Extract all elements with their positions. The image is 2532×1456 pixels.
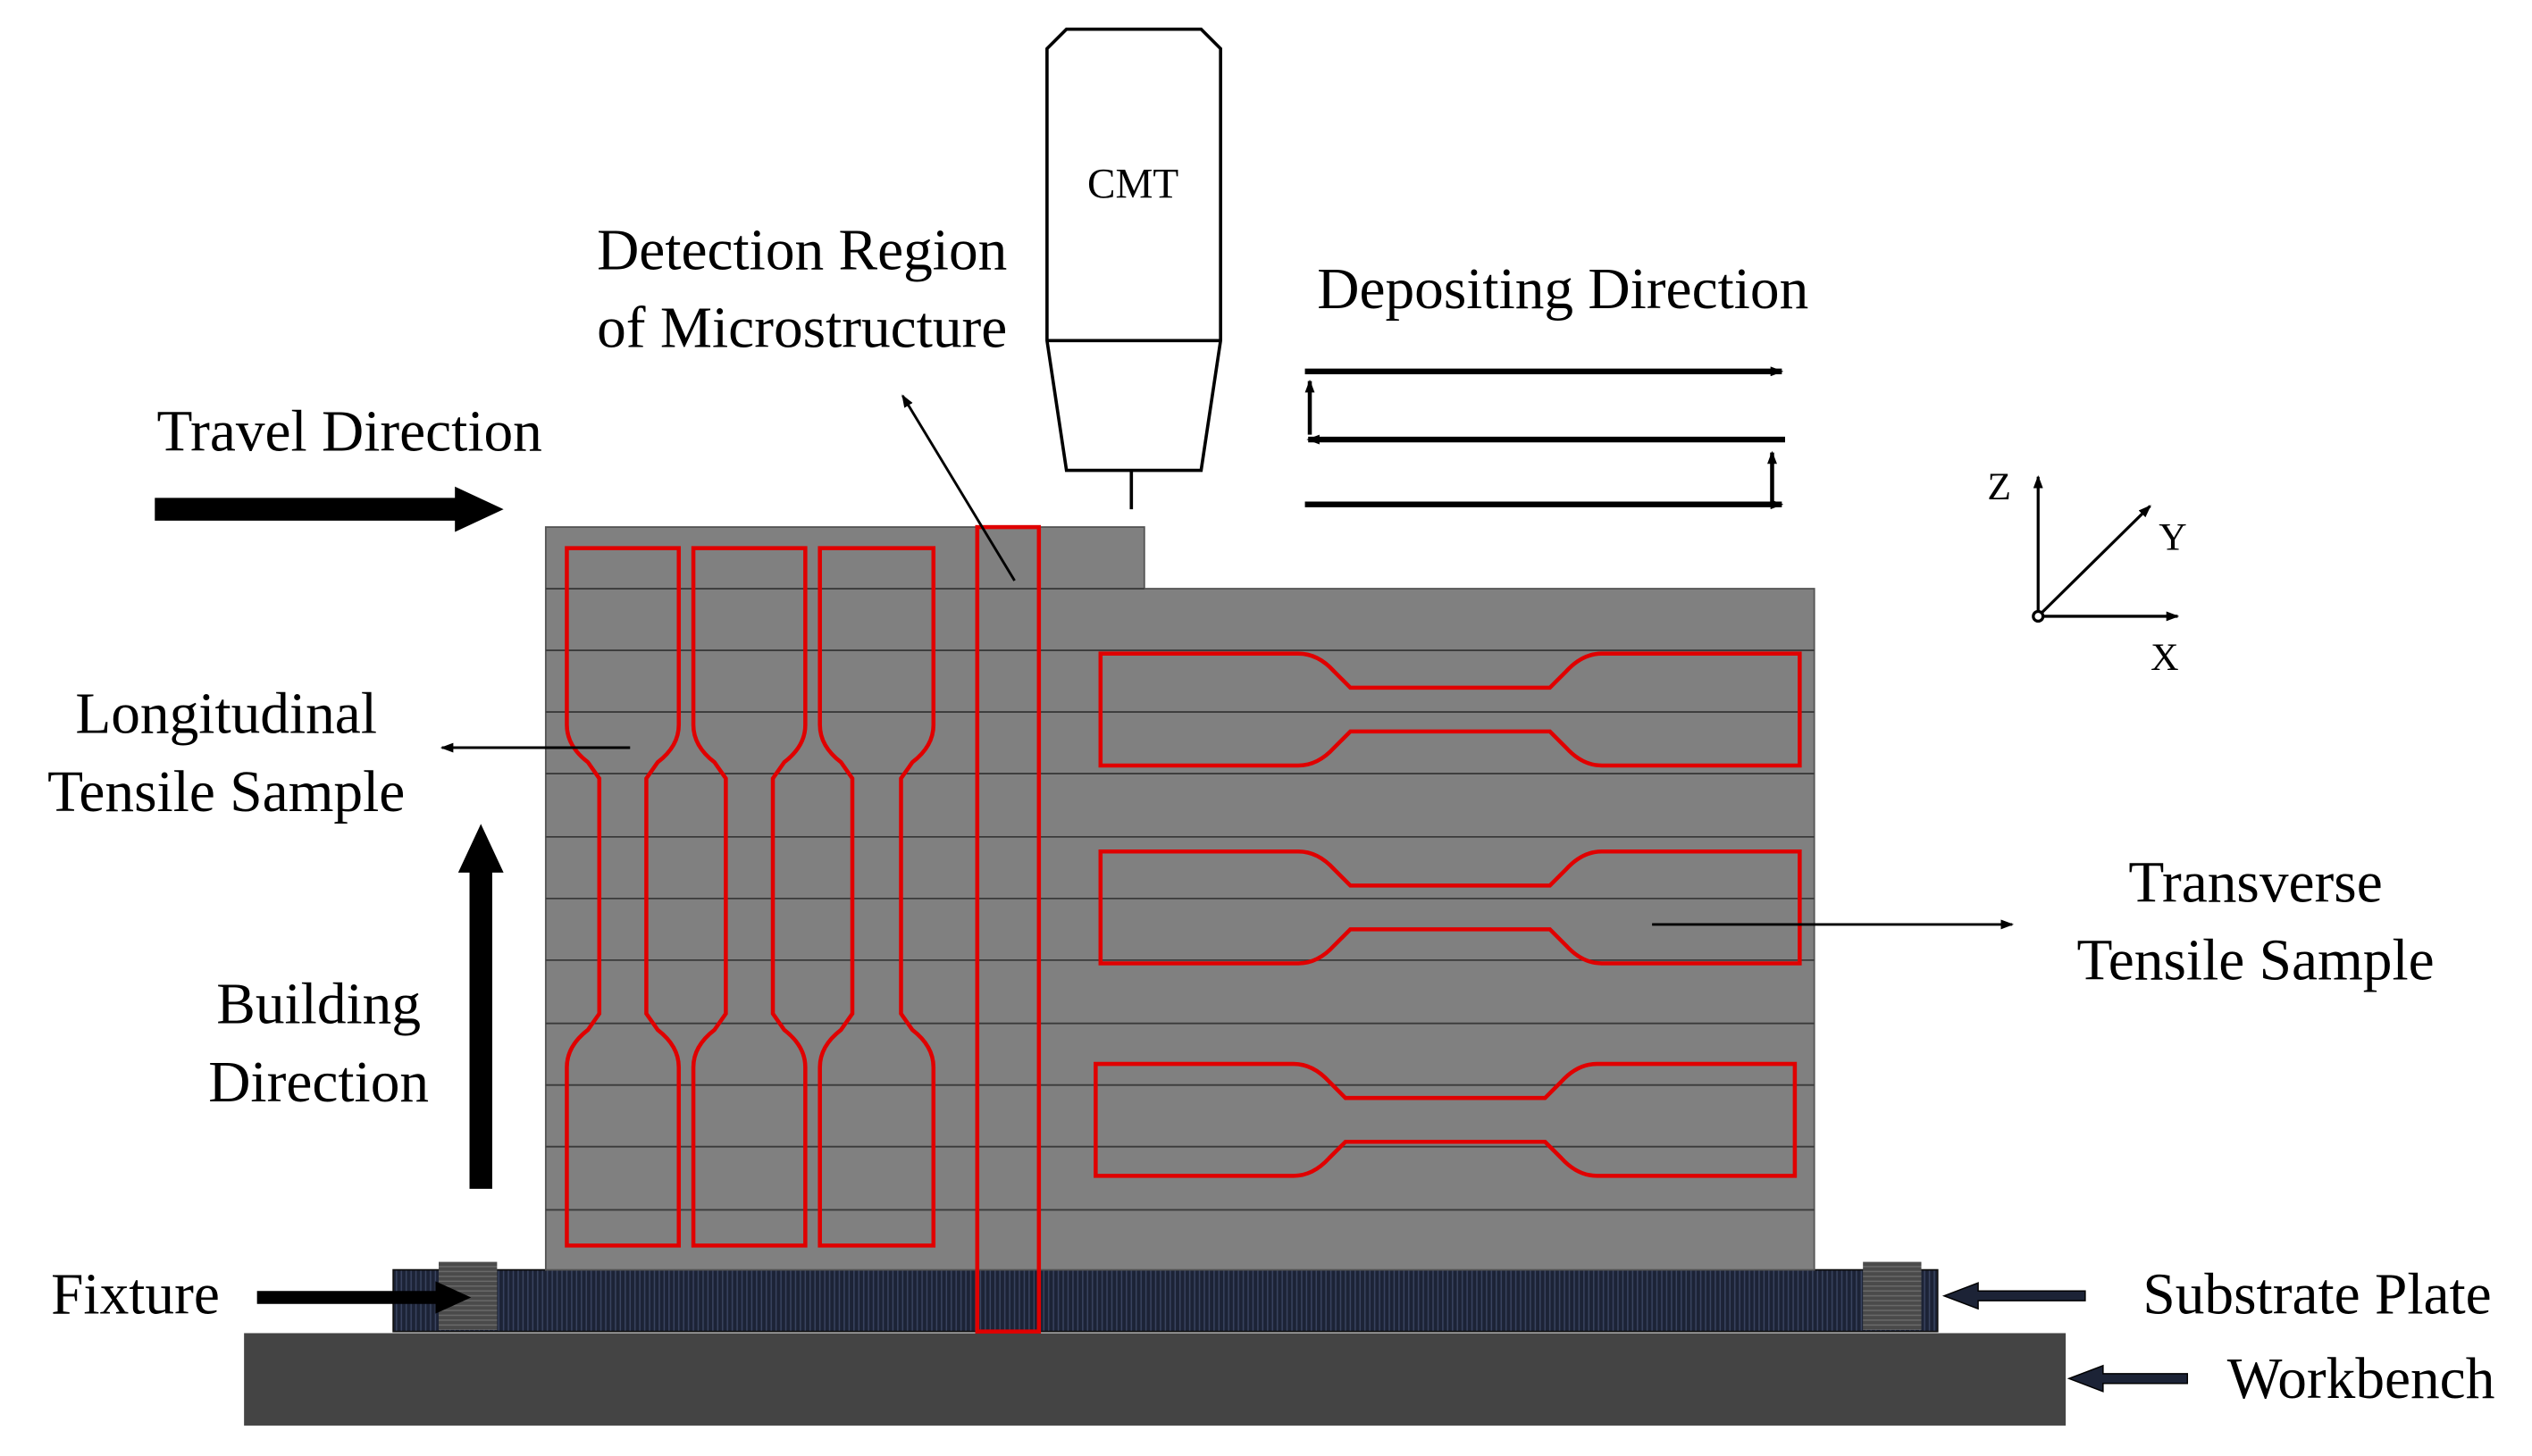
detection-label-line2: of Microstructure bbox=[597, 297, 1007, 361]
transverse-sample-3 bbox=[1094, 1061, 1798, 1178]
depositing-arrows bbox=[1304, 366, 1786, 510]
axis-z-label: Z bbox=[1987, 465, 2011, 508]
substrate-arrow bbox=[1941, 1282, 2086, 1310]
longitudinal-label-line1: Longitudinal bbox=[75, 682, 377, 747]
longitudinal-sample-1 bbox=[565, 546, 682, 1248]
fixture-right bbox=[1863, 1261, 1922, 1330]
building-arrow bbox=[457, 824, 504, 1189]
workbench-label: Workbench bbox=[2227, 1347, 2495, 1411]
building-label-line1: Building bbox=[216, 973, 421, 1037]
fixture-label: Fixture bbox=[51, 1263, 220, 1327]
transverse-label-line2: Tensile Sample bbox=[2076, 929, 2434, 993]
transverse-samples bbox=[1094, 651, 1802, 1178]
detection-label-line1: Detection Region bbox=[597, 218, 1007, 282]
longitudinal-samples bbox=[565, 546, 936, 1248]
transverse-label-line1: Transverse bbox=[2128, 850, 2382, 915]
detection-pointer bbox=[901, 394, 1016, 582]
detection-region bbox=[975, 524, 1042, 1334]
cmt-torch: CMT bbox=[1045, 27, 1222, 510]
longitudinal-sample-2 bbox=[691, 546, 808, 1248]
depositing-label: Depositing Direction bbox=[1317, 257, 1808, 322]
longitudinal-sample-3 bbox=[817, 546, 936, 1248]
longitudinal-label-line2: Tensile Sample bbox=[47, 760, 405, 824]
fixture-arrow bbox=[256, 1281, 472, 1314]
cmt-torch-body bbox=[1045, 27, 1222, 473]
transverse-sample-1 bbox=[1098, 651, 1802, 768]
building-label-line2: Direction bbox=[208, 1050, 429, 1115]
substrate-label: Substrate Plate bbox=[2142, 1263, 2491, 1327]
travel-label: Travel Direction bbox=[156, 400, 541, 464]
coordinate-axes bbox=[2032, 474, 2180, 623]
workbench bbox=[244, 1333, 2067, 1426]
substrate-plate bbox=[392, 1268, 1939, 1333]
travel-arrow bbox=[155, 486, 504, 532]
axis-y-label: Y bbox=[2159, 516, 2186, 559]
transverse-sample-2 bbox=[1098, 849, 1802, 966]
axis-x-label: X bbox=[2151, 636, 2178, 679]
layer-lines bbox=[545, 588, 1815, 1211]
workbench-arrow bbox=[2067, 1364, 2189, 1393]
cmt-label: CMT bbox=[1087, 162, 1178, 208]
